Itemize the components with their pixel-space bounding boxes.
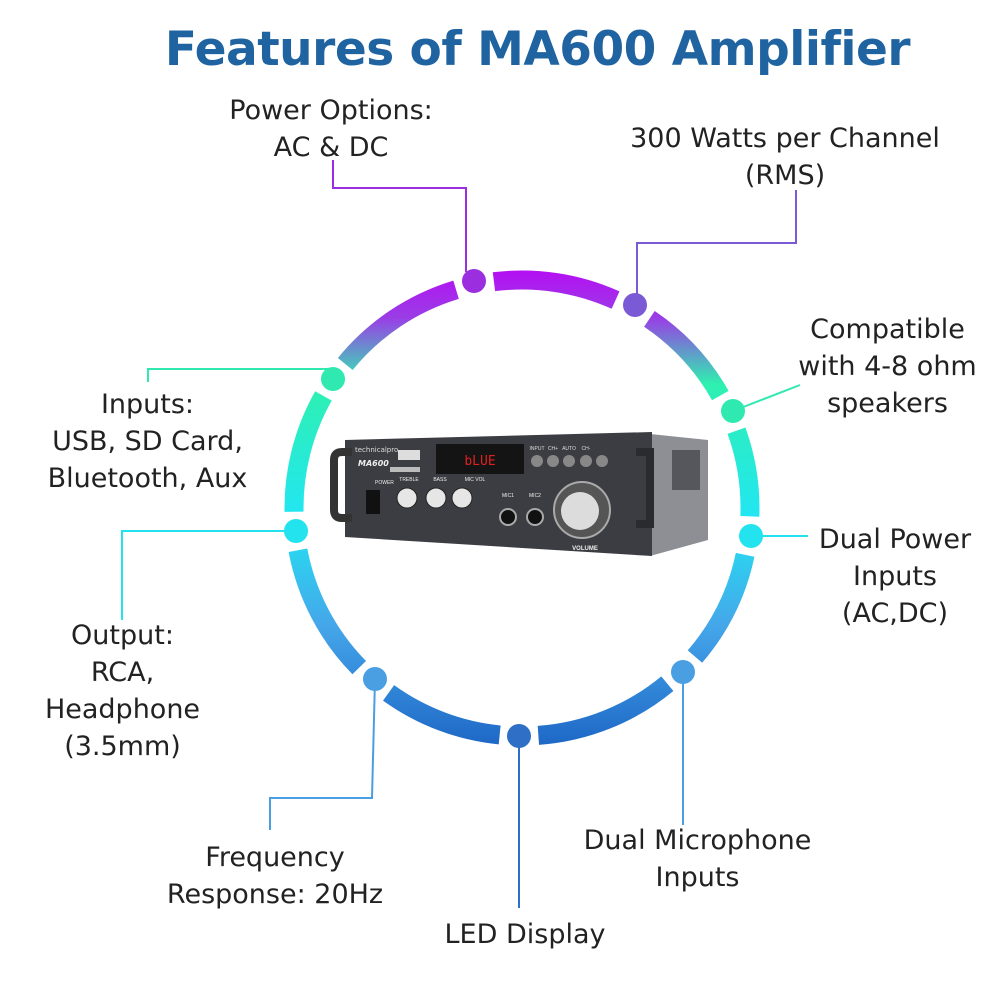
svg-text:MIC VOL: MIC VOL — [465, 477, 486, 483]
brand-logo: technicalpro — [355, 446, 398, 454]
label-output: Output:RCA,Headphone(3.5mm) — [44, 620, 201, 762]
svg-text:BASS: BASS — [433, 477, 447, 483]
led-display — [436, 444, 524, 474]
control-buttons: INPUT CH+ AUTO CH- — [530, 446, 608, 467]
marker-dot-power — [462, 269, 486, 293]
ring-segment — [687, 552, 755, 663]
svg-text:CH+: CH+ — [548, 446, 558, 452]
page-title: Features of MA600 Amplifier — [164, 22, 911, 77]
marker-dot-led — [507, 724, 531, 748]
display-text: bLUE — [464, 454, 495, 469]
sd-slot — [390, 467, 420, 472]
marker-dot-freq — [363, 667, 387, 691]
leader-line-power — [332, 160, 467, 272]
label-power-options: Power Options:AC & DC — [229, 95, 433, 163]
mic-jacks: MIC1 MIC2 — [499, 493, 544, 526]
label-watts: 300 Watts per Channel(RMS) — [630, 123, 940, 191]
power-switch — [366, 490, 380, 514]
ring-segment — [492, 270, 620, 309]
knobs: TREBLE BASS MIC VOL — [396, 477, 486, 509]
label-inputs: Inputs:USB, SD Card,Bluetooth, Aux — [47, 389, 248, 494]
ring-segment — [643, 311, 729, 401]
ring-segment — [288, 548, 367, 675]
marker-dot-inputs — [321, 367, 345, 391]
ring-segment — [337, 280, 459, 371]
ring-segment — [537, 676, 674, 745]
ring-segment — [284, 391, 332, 512]
marker-dot-watts — [623, 293, 647, 317]
leader-line-watts — [636, 190, 797, 298]
leader-line-output — [121, 530, 296, 620]
usb-port — [398, 450, 420, 460]
marker-dot-compat — [721, 399, 745, 423]
amplifier-image: technicalpro MA600 bLUE INPUT CH+ AUTO C… — [330, 432, 708, 556]
model-label: MA600 — [358, 459, 389, 468]
power-label: POWER — [375, 480, 394, 486]
svg-text:MIC1: MIC1 — [502, 493, 514, 499]
ring-segment — [727, 427, 760, 517]
label-led-display: LED Display — [444, 919, 606, 950]
marker-dot-dualpower — [739, 524, 763, 548]
volume-label: VOLUME — [572, 546, 598, 552]
ring-segment — [383, 685, 501, 745]
svg-text:AUTO: AUTO — [562, 446, 576, 452]
svg-text:INPUT: INPUT — [530, 446, 545, 452]
marker-dot-output — [284, 519, 308, 543]
leader-line-inputs — [147, 368, 334, 382]
marker-dot-mic — [671, 660, 695, 684]
svg-text:CH-: CH- — [582, 446, 591, 452]
svg-text:MIC2: MIC2 — [529, 493, 541, 499]
svg-text:TREBLE: TREBLE — [399, 477, 419, 483]
leader-line-freq — [269, 678, 376, 830]
